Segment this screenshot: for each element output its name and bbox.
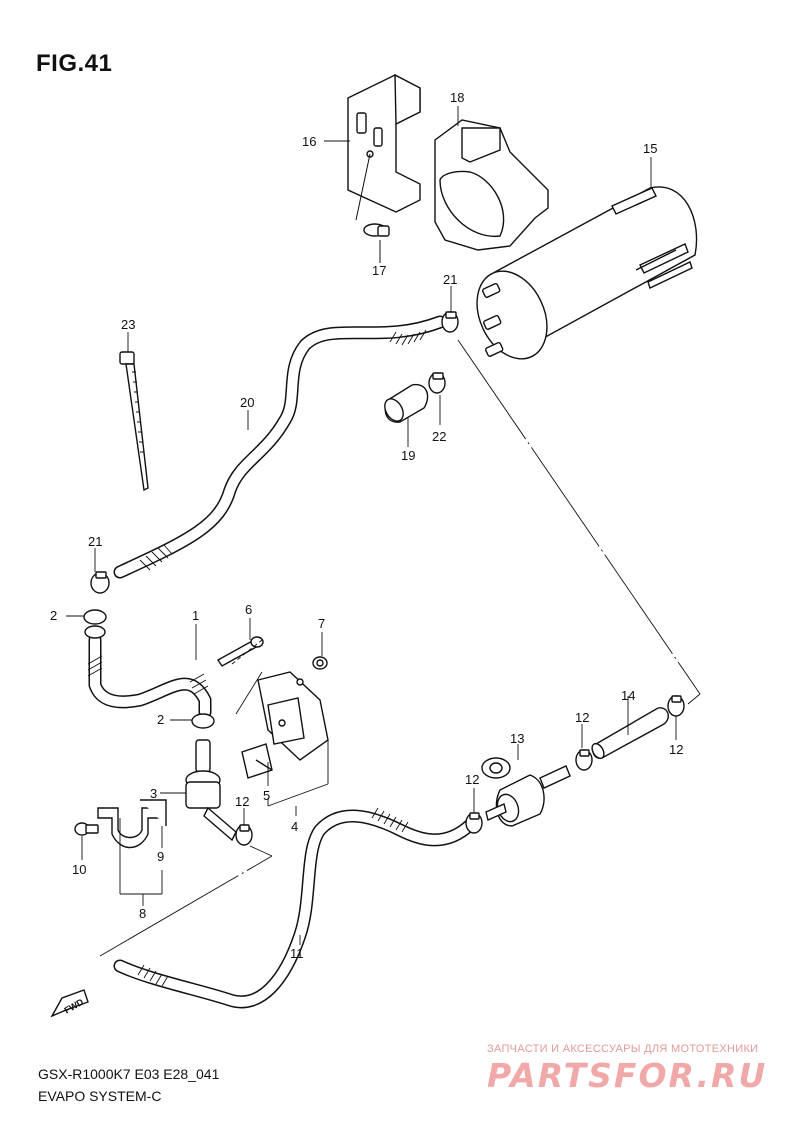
watermark-logo: PARTSFOR.RU xyxy=(487,1056,768,1095)
callout-14: 14 xyxy=(621,688,635,703)
callout-17: 17 xyxy=(372,263,386,278)
callout-6: 6 xyxy=(245,602,252,617)
fwd-arrow-icon: FWD xyxy=(50,989,89,1018)
callout-13: 13 xyxy=(510,731,524,746)
part-5-clip xyxy=(241,743,273,779)
callout-labels: 16 18 15 17 21 23 20 22 19 21 2 1 6 7 2 … xyxy=(50,90,683,961)
callout-7: 7 xyxy=(318,616,325,631)
part-10-screw xyxy=(74,822,99,836)
part-13-valve xyxy=(481,757,571,827)
callout-18: 18 xyxy=(450,90,464,105)
callout-2-upper: 2 xyxy=(50,608,57,623)
callout-23: 23 xyxy=(121,317,135,332)
callout-12-c: 12 xyxy=(465,772,479,787)
callout-11: 11 xyxy=(290,946,304,961)
callout-22: 22 xyxy=(432,429,446,444)
part-12-clip-d xyxy=(235,824,253,846)
callout-15: 15 xyxy=(643,141,657,156)
callout-19: 19 xyxy=(401,448,415,463)
callout-21-upper: 21 xyxy=(443,272,457,287)
part-21-clip-upper xyxy=(441,311,459,333)
part-22-clip xyxy=(428,372,446,394)
watermark-tagline: ЗАПЧАСТИ И АКСЕССУАРЫ ДЛЯ МОТОТЕХНИКИ xyxy=(487,1043,759,1055)
callout-21-lower: 21 xyxy=(88,534,102,549)
part-12-clip-b xyxy=(575,749,593,771)
part-4-bracket xyxy=(257,671,329,761)
part-16-bracket xyxy=(347,73,421,213)
callout-10: 10 xyxy=(72,862,86,877)
part-1-hose xyxy=(87,633,212,719)
model-code: GSX-R1000K7 E03 E28_041 xyxy=(38,1066,220,1082)
callout-12-b: 12 xyxy=(669,742,683,757)
callout-12-d: 12 xyxy=(235,794,249,809)
callout-5: 5 xyxy=(263,788,270,803)
callout-4: 4 xyxy=(291,819,298,834)
callout-9: 9 xyxy=(157,849,164,864)
part-23-cable-tie xyxy=(119,351,149,492)
callout-20: 20 xyxy=(240,395,254,410)
part-17-screw xyxy=(355,153,390,263)
part-6-pin xyxy=(216,636,264,667)
callout-12-a: 12 xyxy=(575,710,589,725)
callout-1: 1 xyxy=(192,608,199,623)
part-14-hose xyxy=(591,707,669,760)
callout-16: 16 xyxy=(302,134,316,149)
section-name: EVAPO SYSTEM-C xyxy=(38,1088,162,1104)
part-20-hose xyxy=(113,315,447,579)
part-12-clip-a xyxy=(667,695,685,717)
part-3-valve xyxy=(185,739,237,842)
callout-2-lower: 2 xyxy=(157,712,164,727)
part-2-clip-lower xyxy=(191,713,215,729)
part-2-clip-upper xyxy=(83,609,107,639)
part-21-clip-lower xyxy=(90,571,110,594)
part-9-clamp xyxy=(97,799,167,849)
callout-3: 3 xyxy=(150,786,157,801)
part-11-hose xyxy=(113,807,477,1009)
part-7-washer xyxy=(312,656,328,670)
part-18-holder xyxy=(434,119,549,251)
figure-title: FIG.41 xyxy=(36,50,113,77)
part-15-canister xyxy=(476,186,698,360)
leader-lines xyxy=(66,106,701,957)
part-12-clip-c xyxy=(465,812,483,834)
callout-8: 8 xyxy=(139,906,146,921)
part-19-cap xyxy=(384,383,429,423)
